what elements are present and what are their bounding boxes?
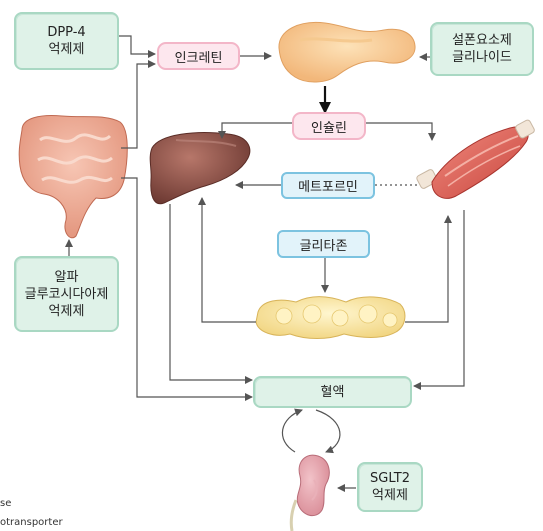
connectors: [69, 36, 464, 488]
cut-off-text-line1: se: [0, 498, 11, 509]
cut-off-text-line2: otransporter: [0, 517, 63, 528]
insulin-pill: 인슐린: [292, 112, 366, 140]
adipose-tissue-icon: [256, 297, 405, 339]
metformin-box: 메트포르민: [281, 172, 375, 199]
liver-icon: [150, 133, 250, 204]
sglt2-inhibitor-box: SGLT2 억제제: [357, 462, 423, 512]
pancreas-icon: [279, 22, 415, 82]
blood-box: 혈액: [253, 376, 412, 408]
alpha-glucosidase-inhibitor-label: 알파 글루코시다아제 억제제: [25, 269, 109, 320]
blood-label: 혈액: [321, 384, 345, 401]
sglt2-inhibitor-label: SGLT2 억제제: [370, 470, 410, 504]
incretin-pill: 인크레틴: [157, 42, 240, 70]
alpha-glucosidase-inhibitor-box: 알파 글루코시다아제 억제제: [14, 256, 119, 332]
glitazone-label: 글리타존: [300, 235, 348, 254]
muscle-icon: [416, 119, 536, 198]
glitazone-box: 글리타존: [277, 230, 370, 258]
intestine-icon: [19, 116, 127, 238]
insulin-label: 인슐린: [311, 117, 347, 136]
dpp4-inhibitor-label: DPP-4 억제제: [47, 24, 85, 58]
sulfonylurea-glinide-label: 설폰요소제 글리나이드: [452, 32, 512, 66]
kidney-icon: [291, 455, 329, 531]
dpp4-inhibitor-box: DPP-4 억제제: [14, 12, 119, 70]
incretin-label: 인크레틴: [175, 47, 223, 66]
sulfonylurea-glinide-box: 설폰요소제 글리나이드: [430, 22, 534, 76]
metformin-label: 메트포르민: [298, 176, 358, 195]
